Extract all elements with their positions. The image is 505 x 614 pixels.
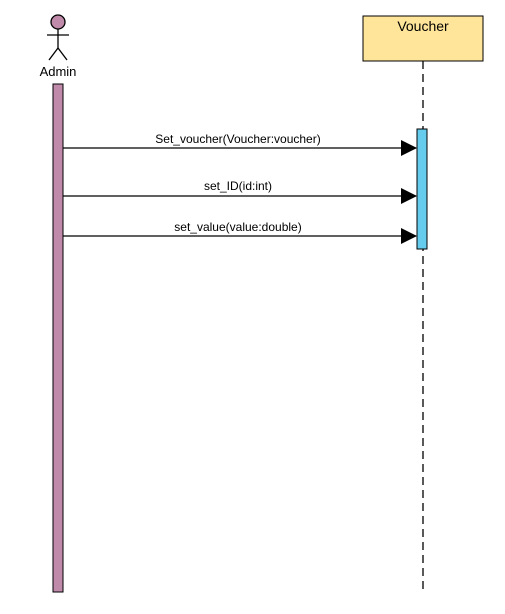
message-label: set_ID(id:int) xyxy=(204,179,272,193)
voucher-box xyxy=(362,15,484,62)
actor-name: Admin xyxy=(40,64,77,79)
admin-actor: Admin xyxy=(40,14,77,79)
actor-head xyxy=(50,14,66,30)
actor-right-leg xyxy=(57,47,68,61)
voucher-name: Voucher xyxy=(397,18,449,34)
actor-left-leg xyxy=(48,47,59,61)
message-set-id: set_ID(id:int) xyxy=(63,179,417,204)
message-set-value: set_value(value:double) xyxy=(63,220,417,244)
message-label: Set_voucher(Voucher:voucher) xyxy=(155,132,320,146)
admin-activation-bar xyxy=(52,83,64,593)
voucher-activation-bar xyxy=(416,128,428,250)
message-label: set_value(value:double) xyxy=(174,220,301,234)
voucher-lifeline-head: Voucher xyxy=(362,15,484,62)
message-set-voucher: Set_voucher(Voucher:voucher) xyxy=(63,132,417,156)
